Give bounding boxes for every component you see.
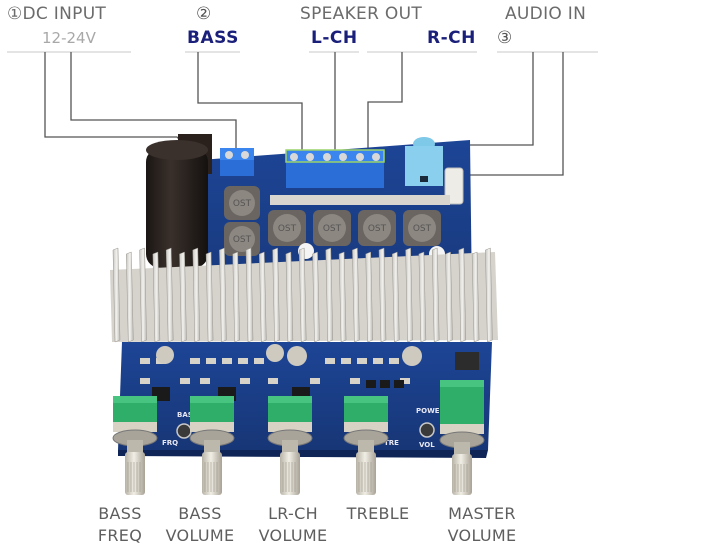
heatsink-fin	[418, 251, 427, 343]
heatsink-fin	[272, 247, 280, 343]
silk-vol: VOL	[419, 441, 435, 449]
heatsink-fin	[112, 247, 121, 343]
heatsink	[110, 247, 498, 343]
pot-base	[113, 422, 157, 432]
pot-base	[440, 424, 484, 434]
inductors: OST OST OST OST OST OST	[224, 186, 441, 256]
audio-jack	[405, 137, 443, 186]
heatsink-fin	[352, 247, 360, 343]
heatsink-fin	[152, 251, 161, 343]
heatsink-fin	[392, 251, 400, 343]
pot-housing	[440, 380, 484, 424]
potentiometers	[112, 380, 485, 495]
pot-bushing	[358, 440, 374, 454]
leader-audio-in-1	[449, 52, 534, 146]
potentiometer-knob[interactable]	[343, 396, 389, 495]
lch-label: L-CH	[311, 28, 358, 48]
pot-base	[344, 422, 388, 432]
inductor-label: OST	[278, 224, 297, 234]
heatsink-fin	[219, 247, 227, 343]
dc-input-label: ①DC INPUT	[7, 6, 106, 23]
silk-tre: TRE	[384, 439, 399, 447]
potentiometer-knob[interactable]	[189, 396, 235, 495]
leader-bass	[197, 52, 303, 150]
bass-number: ②	[196, 4, 212, 24]
heatsink-fin	[471, 251, 480, 343]
electrolytic-capacitor	[146, 134, 212, 268]
audio-in-label: AUDIO IN	[505, 4, 587, 24]
leader-lines	[44, 52, 564, 176]
bass-out-label: BASS	[187, 28, 239, 48]
pot-bushing	[204, 440, 220, 454]
heatsink-fin	[165, 247, 174, 343]
speaker-out-label: SPEAKER OUT	[300, 4, 423, 24]
heatsink-fin	[179, 251, 187, 343]
pot-housing-top	[268, 396, 312, 403]
pot-base	[190, 422, 234, 432]
heatsink-fin	[139, 247, 147, 343]
leader-dc-input-1	[44, 52, 181, 141]
speaker-out-terminal	[285, 149, 385, 188]
silkscreen: FRQ BASS TRE VOL POWER	[162, 407, 446, 449]
heatsink-fin	[405, 247, 413, 343]
heatsink-fin	[445, 251, 453, 343]
knob-label-treble: TREBLE	[346, 504, 410, 523]
pot-bushing	[454, 442, 470, 456]
heatsink-fin	[325, 247, 334, 343]
heatsink-fin	[298, 247, 307, 343]
heatsink-fin	[365, 251, 373, 343]
silk-frq: FRQ	[162, 439, 178, 447]
heatsink-fin	[312, 251, 320, 343]
dc-input-voltage: 12-24V	[42, 29, 96, 47]
heatsink-fin	[232, 251, 240, 343]
inductor-label: OST	[233, 199, 252, 209]
pot-housing-top	[440, 380, 484, 387]
silk-power: POWER	[416, 407, 446, 415]
heatsink-fin	[259, 251, 267, 343]
heatsink-fin	[192, 247, 201, 343]
heatsink-fin	[485, 247, 493, 343]
pot-base	[268, 422, 312, 432]
dc-input-number: ①	[7, 4, 23, 24]
small-capacitors	[156, 344, 422, 366]
heatsink-fin	[458, 247, 467, 343]
inductor-label: OST	[413, 224, 432, 234]
heatsink-fin	[378, 247, 387, 343]
potentiometer-knob[interactable]	[112, 396, 158, 495]
inductor-label: OST	[323, 224, 342, 234]
pot-bushing	[127, 440, 143, 454]
smd-components	[140, 358, 410, 384]
dc-input-terminal	[220, 148, 254, 176]
silk-bass: BASS	[177, 411, 198, 419]
audio-in-number: ③	[497, 28, 513, 48]
heatsink-fin	[245, 247, 254, 343]
pot-housing-top	[344, 396, 388, 403]
leader-audio-in-2	[466, 52, 564, 176]
dc-input-title: DC INPUT	[22, 4, 107, 24]
heatsink-fin	[205, 251, 214, 343]
leader-dc-input-2	[70, 52, 237, 148]
leader-rch	[367, 52, 403, 150]
pot-bushing	[282, 440, 298, 454]
heatsink-fin	[285, 251, 294, 343]
heatsink-fin	[431, 247, 440, 343]
heatsink-fin	[338, 251, 347, 343]
potentiometer-knob[interactable]	[439, 380, 485, 495]
inductor-label: OST	[368, 224, 387, 234]
pot-housing-top	[113, 396, 157, 403]
heatsink-fin	[126, 251, 134, 343]
potentiometer-knob[interactable]	[267, 396, 313, 495]
inductor-label: OST	[233, 235, 252, 245]
rch-label: R-CH	[427, 28, 476, 48]
pot-housing-top	[190, 396, 234, 403]
film-capacitors	[270, 195, 450, 205]
